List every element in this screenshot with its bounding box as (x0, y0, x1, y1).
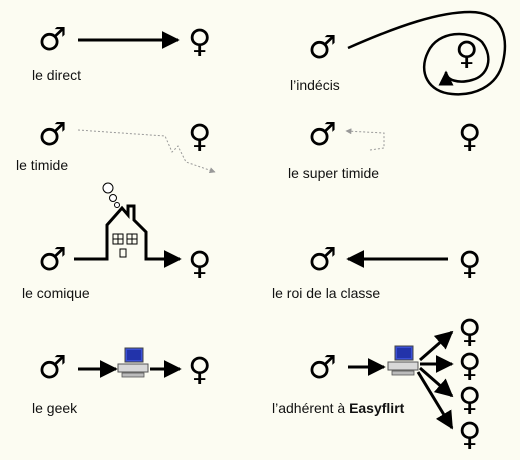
panel-indecis: ♂ ♀ l’indécis (290, 10, 507, 96)
fan-arrow (419, 330, 454, 362)
male-symbol: ♂ (38, 115, 67, 153)
window-icon (112, 233, 138, 245)
dotted-retreat-arrow (345, 128, 385, 151)
female-symbol: ♀ (188, 22, 211, 60)
female-symbol: ♀ (458, 415, 481, 453)
dotted-wander-arrow (77, 129, 216, 174)
male-symbol: ♂ (308, 115, 337, 153)
panel-label: le direct (32, 67, 81, 83)
male-symbol: ♂ (38, 240, 67, 278)
fan-arrow (416, 371, 454, 430)
panel-adherent: ♂ ♀ ♀ ♀ ♀ l’adhérent à Easyflirt (272, 312, 481, 453)
panel-label: le roi de la classe (272, 285, 380, 301)
label-prefix: l’adhérent à (272, 400, 349, 416)
panel-label: le comique (22, 285, 90, 301)
female-symbol: ♀ (458, 312, 481, 350)
thought-bubbles-icon (102, 182, 120, 208)
female-symbol: ♀ (458, 346, 481, 384)
panel-geek: ♂ ♀ le geek (32, 347, 211, 416)
male-symbol: ♂ (38, 20, 67, 58)
male-symbol: ♂ (308, 28, 337, 66)
fan-arrow (419, 366, 454, 398)
panel-label: l’indécis (290, 77, 340, 93)
female-symbol: ♀ (188, 244, 211, 282)
computer-icon (117, 347, 149, 378)
male-symbol: ♂ (38, 348, 67, 386)
panel-super-timide: ♂ ♀ le super timide (288, 115, 481, 181)
female-symbol: ♀ (458, 117, 481, 155)
house-shaped-arrow (74, 204, 182, 268)
panel-roi: ♂ ♀ le roi de la classe (272, 240, 481, 301)
panel-direct: ♂ ♀ le direct (32, 20, 211, 83)
female-symbol: ♀ (458, 244, 481, 282)
computer-icon (387, 345, 419, 376)
panel-label: le geek (32, 400, 78, 416)
panel-label: le super timide (288, 165, 379, 181)
panel-label: le timide (16, 157, 68, 173)
panel-timide: ♂ ♀ le timide (16, 115, 216, 174)
male-symbol: ♂ (308, 348, 337, 386)
panel-comique: ♂ ♀ le comique (22, 182, 211, 301)
easyflirt-brand: Easyflirt (349, 400, 405, 416)
female-symbol: ♀ (188, 350, 211, 388)
spiral-arrow (347, 10, 507, 96)
male-symbol: ♂ (308, 240, 337, 278)
female-symbol: ♀ (458, 380, 481, 418)
female-symbol: ♀ (188, 117, 211, 155)
door-icon (119, 248, 127, 258)
female-symbol: ♀ (455, 34, 478, 72)
panel-label: l’adhérent à Easyflirt (272, 400, 405, 416)
